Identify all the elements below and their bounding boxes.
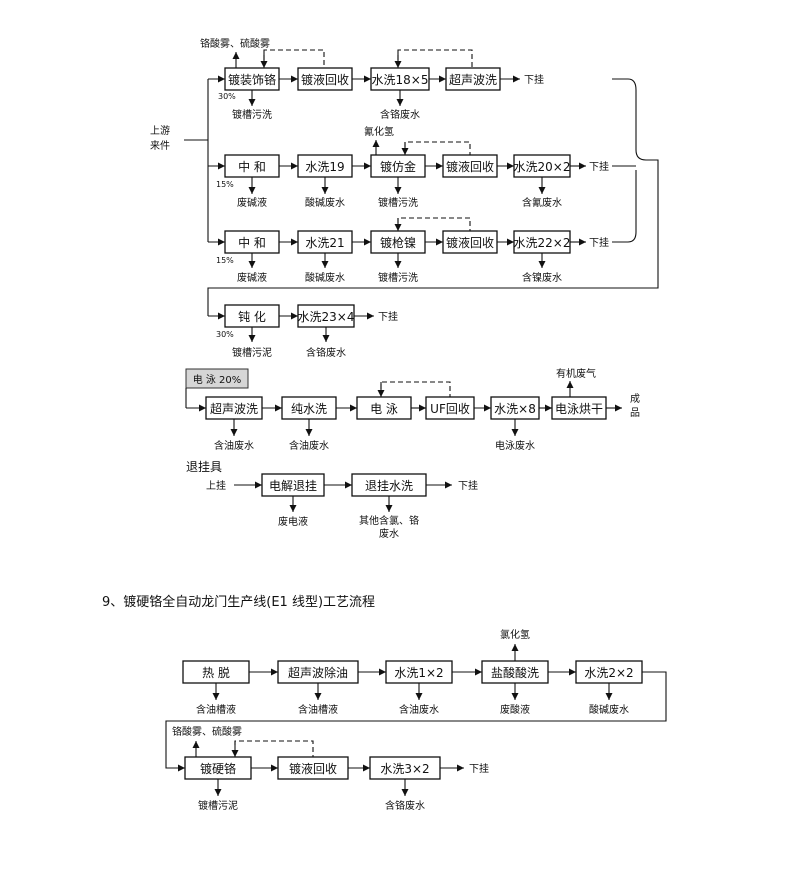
input-label-line2: 来件	[150, 140, 170, 152]
output-label: 含油废水	[399, 703, 439, 716]
recovery-loop-dashed	[397, 49, 473, 68]
box-label: 镀液回收	[446, 159, 494, 174]
output-label: 镀槽污洗	[378, 271, 418, 284]
box-label: 超声波洗	[449, 72, 497, 87]
output-label: 含油槽液	[298, 703, 338, 716]
recovery-loop-dashed	[263, 49, 325, 68]
recovery-loop-dashed	[397, 217, 471, 231]
fumes-label: 铬酸雾、硫酸雾	[200, 37, 270, 50]
box-label: 水洗20×2	[514, 160, 571, 174]
electrophoresis-tab-label: 电 泳 20%	[193, 373, 242, 386]
recovery-loop-dashed	[234, 740, 314, 757]
connector-return	[165, 671, 667, 772]
box-label: 镀枪镍	[380, 235, 416, 250]
recovery-loop-dashed	[380, 381, 451, 397]
box-label: 镀装饰铬	[228, 72, 276, 87]
end-label: 下挂	[458, 479, 478, 492]
start-label: 上挂	[206, 479, 226, 492]
output-label: 废电液	[278, 515, 308, 528]
percent-label: 15%	[216, 180, 234, 189]
output-label: 镀槽污洗	[378, 196, 418, 209]
percent-label: 15%	[216, 256, 234, 265]
output-label: 废水	[379, 527, 399, 540]
box-label: 镀液回收	[301, 72, 349, 87]
output-label: 镀槽污泥	[232, 346, 272, 359]
box-label: 镀硬铬	[200, 761, 236, 776]
percent-label: 30%	[216, 330, 234, 339]
output-label: 含油废水	[289, 439, 329, 452]
output-label: 含油废水	[214, 439, 254, 452]
box-label: 电 泳	[370, 402, 398, 416]
box-label: 水洗21	[305, 236, 344, 250]
box-label: 水洗18×5	[372, 73, 429, 87]
recovery-loop-dashed	[404, 141, 471, 155]
input-label-line1: 上游	[150, 124, 170, 137]
box-label: 水洗23×4	[298, 310, 355, 324]
box-label: 水洗×8	[494, 402, 536, 416]
box-label: 盐酸酸洗	[491, 665, 539, 680]
box-label: 水洗1×2	[394, 666, 443, 680]
output-label: 废酸液	[500, 703, 530, 716]
box-label: 镀液回收	[446, 235, 494, 250]
box-label: 电泳烘干	[555, 402, 603, 416]
end-label: 下挂	[524, 73, 544, 86]
output-label: 其他含氯、铬	[359, 514, 419, 527]
box-label: 钝 化	[238, 310, 266, 324]
output-label: 酸碱废水	[305, 196, 345, 209]
box-label: 热 脱	[202, 665, 230, 680]
output-label: 镀槽污泥	[198, 799, 238, 812]
box-label: 镀液回收	[289, 761, 337, 776]
connector-bracket	[207, 78, 659, 316]
output-label: 含铬废水	[306, 346, 346, 359]
output-label: 酸碱废水	[589, 703, 629, 716]
fumes-label: 铬酸雾、硫酸雾	[172, 725, 242, 738]
electrophoresis-tab	[185, 368, 249, 389]
box-label: 镀仿金	[380, 159, 416, 174]
end-label-1: 成	[630, 393, 640, 405]
output-label: 含油槽液	[196, 703, 236, 716]
gas-label: 氯化氢	[500, 628, 530, 641]
output-label: 含铬废水	[380, 108, 420, 121]
output-label: 废碱液	[237, 271, 267, 284]
gas-label: 氰化氢	[364, 125, 394, 138]
box-label: 退挂水洗	[365, 479, 413, 493]
box-label: 中 和	[238, 235, 266, 250]
box-label: 水洗2×2	[584, 666, 633, 680]
box-label: 中 和	[238, 159, 266, 174]
box-label: 水洗19	[305, 160, 344, 174]
output-label: 镀槽污洗	[232, 108, 272, 121]
box-label: 电解退挂	[269, 479, 317, 493]
end-label-2: 品	[630, 407, 640, 419]
end-label: 下挂	[589, 160, 609, 173]
output-label: 含镍废水	[522, 271, 562, 284]
stripping-title: 退挂具	[186, 460, 222, 474]
box-label: 水洗3×2	[380, 762, 429, 776]
output-label: 酸碱废水	[305, 271, 345, 284]
output-label: 含氰废水	[522, 196, 562, 209]
connector-line	[612, 170, 637, 243]
percent-label: 30%	[218, 92, 236, 101]
box-label: 超声波除油	[288, 665, 348, 680]
box-label: UF回收	[430, 402, 470, 416]
end-label: 下挂	[589, 236, 609, 249]
box-label: 超声波洗	[210, 401, 258, 416]
output-label: 含铬废水	[385, 799, 425, 812]
output-label: 废碱液	[237, 196, 267, 209]
gas-label: 有机废气	[556, 367, 596, 380]
end-label: 下挂	[378, 310, 398, 323]
section-title: 9、镀硬铬全自动龙门生产线(E1 线型)工艺流程	[102, 594, 375, 610]
end-label: 下挂	[469, 762, 489, 775]
box-label: 纯水洗	[291, 402, 327, 416]
output-label: 电泳废水	[495, 439, 535, 452]
box-label: 水洗22×2	[514, 236, 571, 250]
